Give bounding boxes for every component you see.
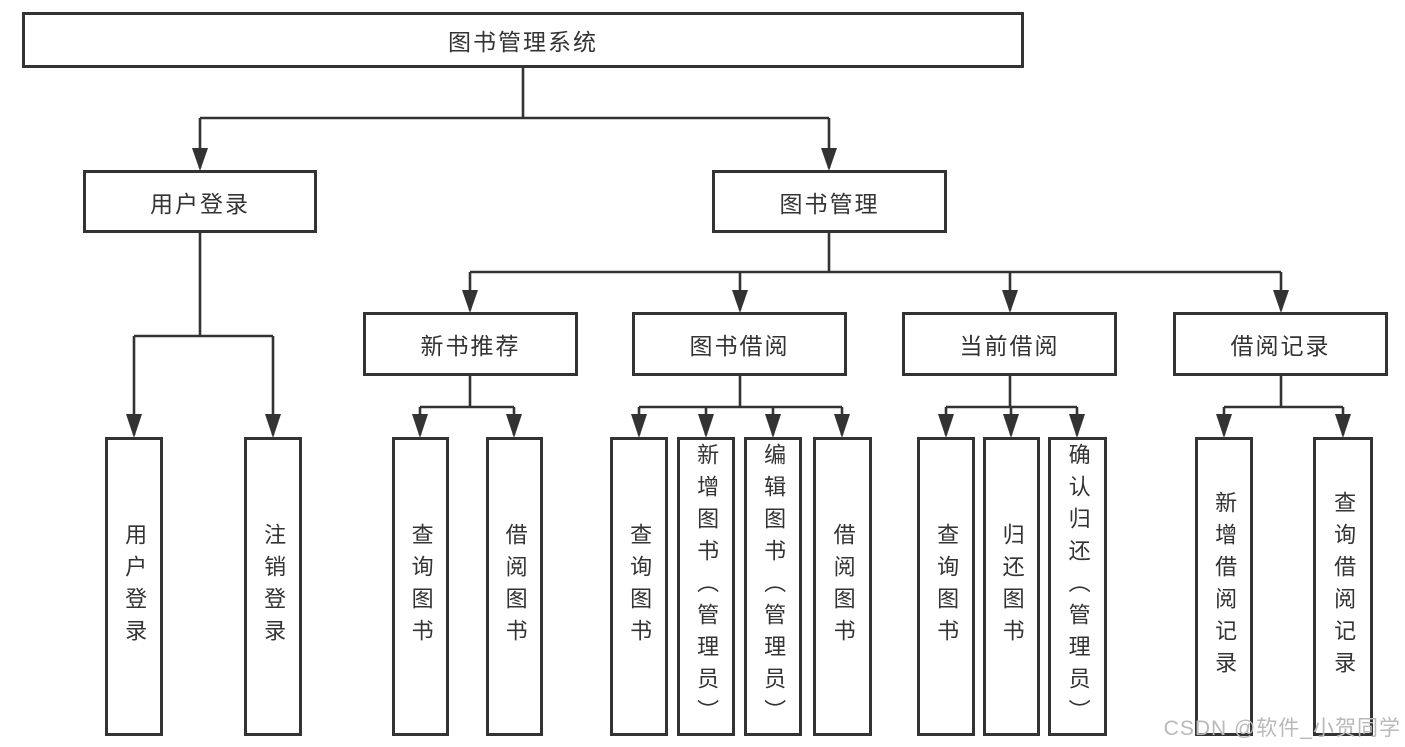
- node-label: 编辑图书（管理员）: [761, 442, 787, 731]
- csdn-watermark: CSDN @软件_小贺同学: [1163, 717, 1401, 740]
- leaf-edit-books-admin: 编辑图书（管理员）: [744, 437, 802, 736]
- node-label: 新增图书（管理员）: [694, 442, 720, 731]
- node-label: 当前借阅: [959, 333, 1060, 359]
- leaf-add-borrow-record: 新增借阅记录: [1195, 437, 1253, 736]
- node-current-borrowing: 当前借阅: [902, 312, 1117, 376]
- node-label: 借阅图书: [502, 522, 528, 651]
- node-new-book-recommend: 新书推荐: [363, 312, 578, 376]
- node-label: 新书推荐: [420, 333, 521, 359]
- leaf-confirm-return-admin: 确认归还（管理员）: [1048, 437, 1107, 736]
- node-label: 用户登录: [122, 522, 148, 651]
- node-library-management-system: 图书管理系统: [22, 12, 1024, 68]
- node-label: 借阅图书: [830, 522, 856, 651]
- node-label: 归还图书: [999, 522, 1025, 651]
- leaf-borrow-books-recommend: 借阅图书: [486, 437, 543, 736]
- node-label: 查询图书: [934, 522, 960, 651]
- node-label: 查询图书: [408, 522, 434, 651]
- node-label: 查询借阅记录: [1331, 490, 1357, 683]
- node-label: 新增借阅记录: [1212, 490, 1238, 683]
- leaf-query-borrow-record: 查询借阅记录: [1313, 437, 1373, 736]
- node-user-login: 用户登录: [83, 170, 317, 233]
- node-label: 借阅记录: [1230, 333, 1331, 359]
- leaf-borrow-books-borrowing: 借阅图书: [813, 437, 872, 736]
- node-book-borrowing: 图书借阅: [632, 312, 847, 376]
- node-label: 用户登录: [150, 190, 250, 217]
- leaf-add-books-admin: 新增图书（管理员）: [677, 437, 735, 736]
- node-label: 图书借阅: [689, 333, 790, 359]
- node-label: 图书管理系统: [448, 29, 598, 55]
- node-label: 确认归还（管理员）: [1065, 442, 1091, 731]
- node-label: 注销登录: [261, 522, 287, 651]
- leaf-query-books-recommend: 查询图书: [392, 437, 449, 736]
- node-borrow-records: 借阅记录: [1173, 312, 1388, 376]
- node-label: 图书管理: [779, 190, 880, 217]
- leaf-user-login: 用户登录: [105, 437, 163, 736]
- node-book-management: 图书管理: [712, 170, 947, 233]
- leaf-logout: 注销登录: [244, 437, 302, 736]
- leaf-return-books: 归还图书: [983, 437, 1040, 736]
- leaf-query-books-current: 查询图书: [917, 437, 975, 736]
- leaf-query-books-borrowing: 查询图书: [610, 437, 668, 736]
- node-label: 查询图书: [627, 522, 653, 651]
